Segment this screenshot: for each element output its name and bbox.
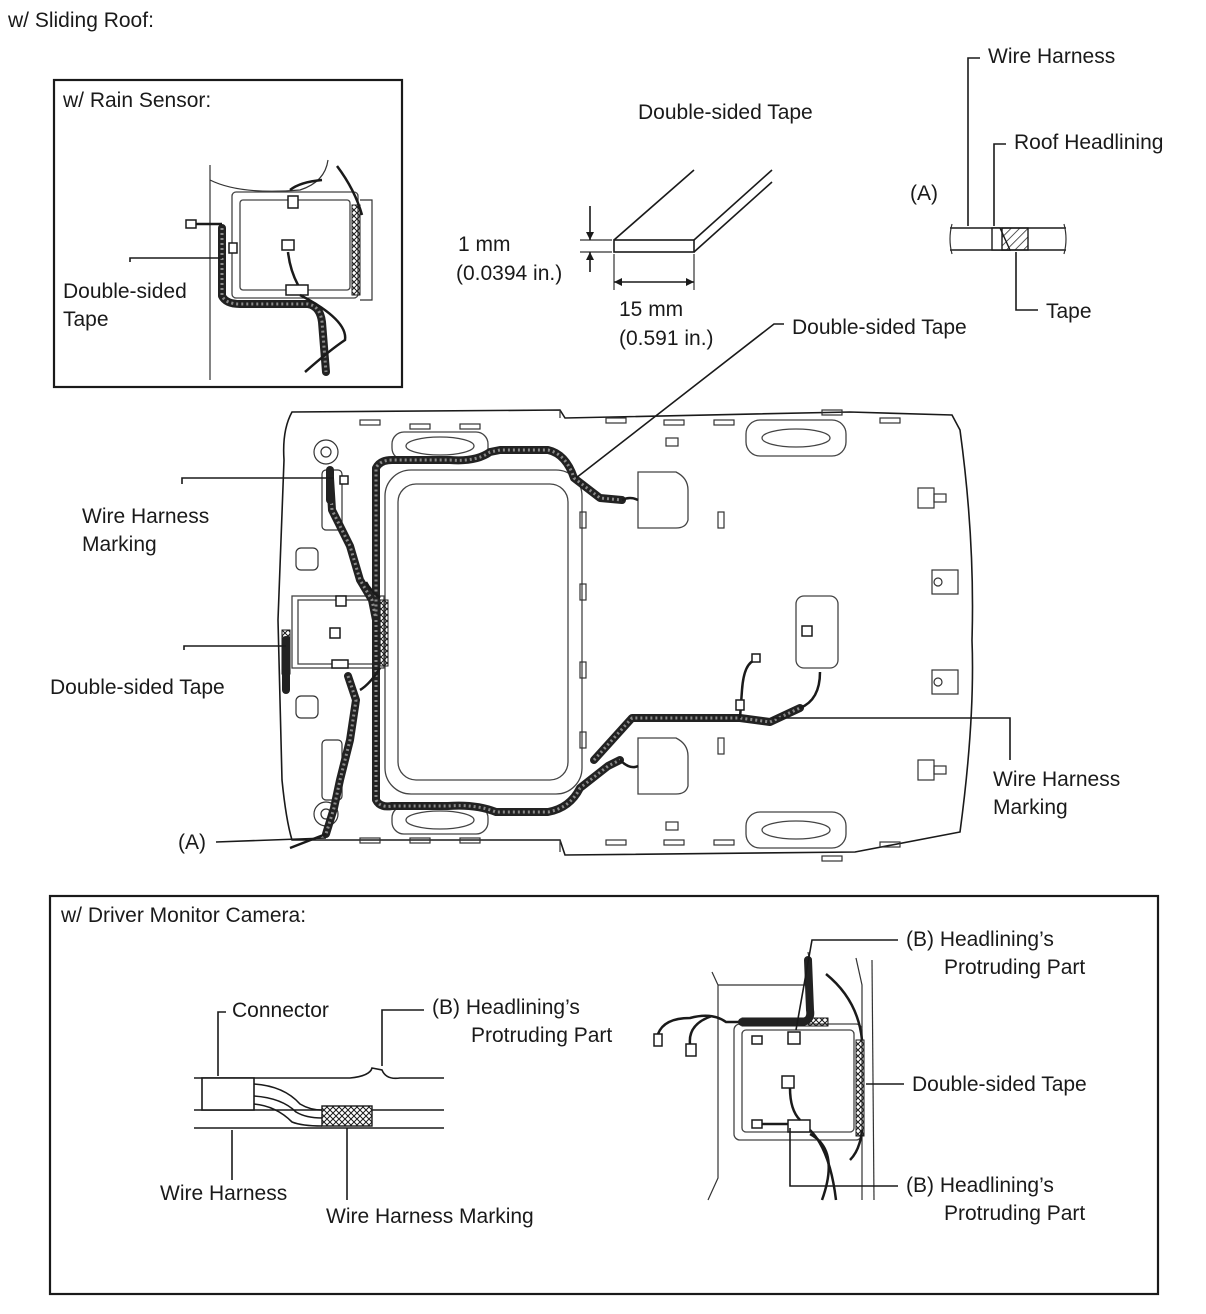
section-a-roof-headlining: Roof Headlining (1014, 131, 1163, 154)
dmc-protruding-top-line1: (B) Headlining’s (906, 928, 1054, 951)
dmc-tape-strip (855, 1039, 865, 1137)
tape-width-in: (0.591 in.) (619, 327, 714, 350)
rain-tape-strip (351, 204, 361, 296)
dmc-wire-harness-marking: Wire Harness Marking (326, 1205, 534, 1228)
rain-sensor-title: w/ Rain Sensor: (62, 89, 211, 112)
main-marker-a: (A) (178, 831, 206, 854)
dmc-protruding-top-line2: Protruding Part (944, 956, 1085, 979)
tape-width-mm: 15 mm (619, 298, 683, 321)
section-a-wire-harness: Wire Harness (988, 45, 1115, 68)
bracket-tape-strip (379, 599, 389, 667)
dmc-protruding-bottom-line2: Protruding Part (944, 1202, 1085, 1225)
driver-monitor-title: w/ Driver Monitor Camera: (60, 904, 306, 927)
dmc-wire-harness: Wire Harness (160, 1182, 287, 1205)
section-a-marker: (A) (910, 182, 938, 205)
dmc-protruding-bottom-line1: (B) Headlining’s (906, 1174, 1054, 1197)
tape-detail-title: Double-sided Tape (638, 101, 813, 124)
headlining-main-view: Double-sided Tape Wire Harness Marking D… (50, 316, 1120, 862)
main-marking-right-line1: Wire Harness (993, 768, 1120, 791)
section-a-tape: Tape (1046, 300, 1092, 323)
rain-tape-label-line2: Tape (63, 308, 109, 331)
tape-thickness-in: (0.0394 in.) (456, 262, 562, 285)
main-marking-left-line2: Marking (82, 533, 157, 556)
driver-monitor-inset: w/ Driver Monitor Camera: Connector (B) … (48, 894, 1160, 1296)
main-marking-left-line1: Wire Harness (82, 505, 209, 528)
main-marking-right-line2: Marking (993, 796, 1068, 819)
dmc-connector: Connector (232, 999, 329, 1022)
main-tape-label-left: Double-sided Tape (50, 676, 225, 699)
rain-tape-label-line1: Double-sided (63, 280, 187, 303)
page-title: w/ Sliding Roof: (7, 9, 154, 32)
section-wire-harness-marking (321, 1105, 373, 1127)
rain-sensor-inset: w/ Rain Sensor: Double-sided Tape (52, 78, 404, 389)
main-tape-label-top: Double-sided Tape (792, 316, 967, 339)
dmc-tape: Double-sided Tape (912, 1073, 1087, 1096)
tape-thickness-mm: 1 mm (458, 233, 511, 256)
dmc-protruding-left-line1: (B) Headlining’s (432, 996, 580, 1019)
section-a-detail: (A) Wire Harness Roof Headlining Tape (910, 45, 1163, 323)
tape-dimension-detail: Double-sided Tape 1 mm (0.0394 in.) 15 m… (456, 101, 813, 350)
dmc-protruding-left-line2: Protruding Part (471, 1024, 612, 1047)
